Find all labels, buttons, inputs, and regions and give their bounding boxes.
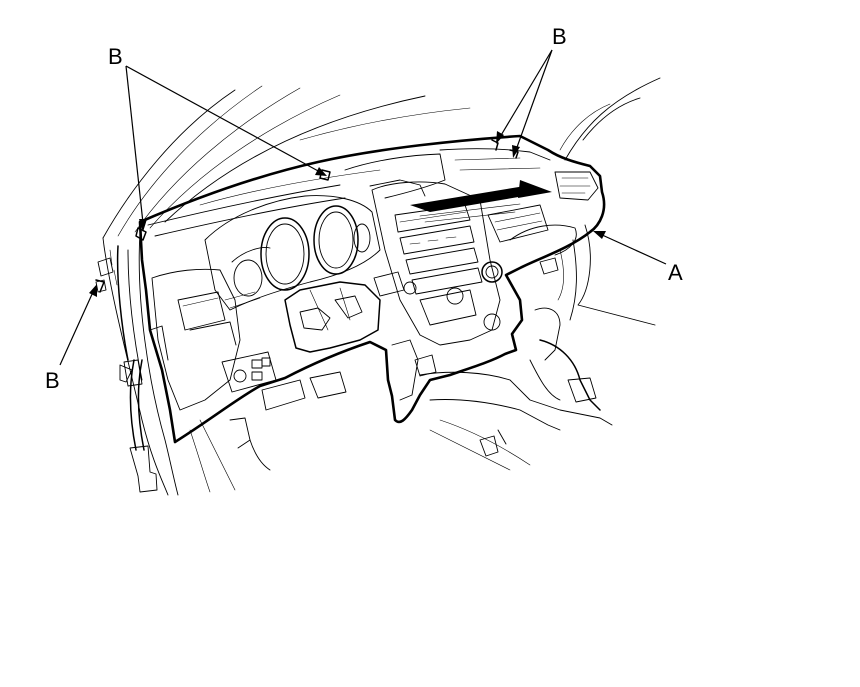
steering-column-opening	[284, 281, 381, 353]
right-dash-end	[487, 171, 599, 275]
leader-lines	[59, 49, 667, 366]
callout-a-right: A	[668, 260, 683, 285]
callout-b-left: B	[45, 368, 60, 393]
center-stack	[371, 181, 503, 346]
dashboard-outline	[138, 134, 606, 444]
left-wiring-harness	[119, 359, 158, 493]
callout-b-top-right: B	[552, 24, 567, 49]
callout-b-top-left: B	[108, 44, 123, 69]
right-a-pillar	[559, 77, 661, 161]
removal-direction-arrow	[410, 180, 552, 223]
instrument-cluster	[204, 195, 381, 311]
right-door-lines	[557, 224, 656, 326]
left-a-pillar-trim	[95, 231, 179, 496]
knee-bolster-area	[189, 371, 347, 493]
left-lower-panel	[149, 268, 277, 411]
floor-console	[391, 307, 613, 471]
